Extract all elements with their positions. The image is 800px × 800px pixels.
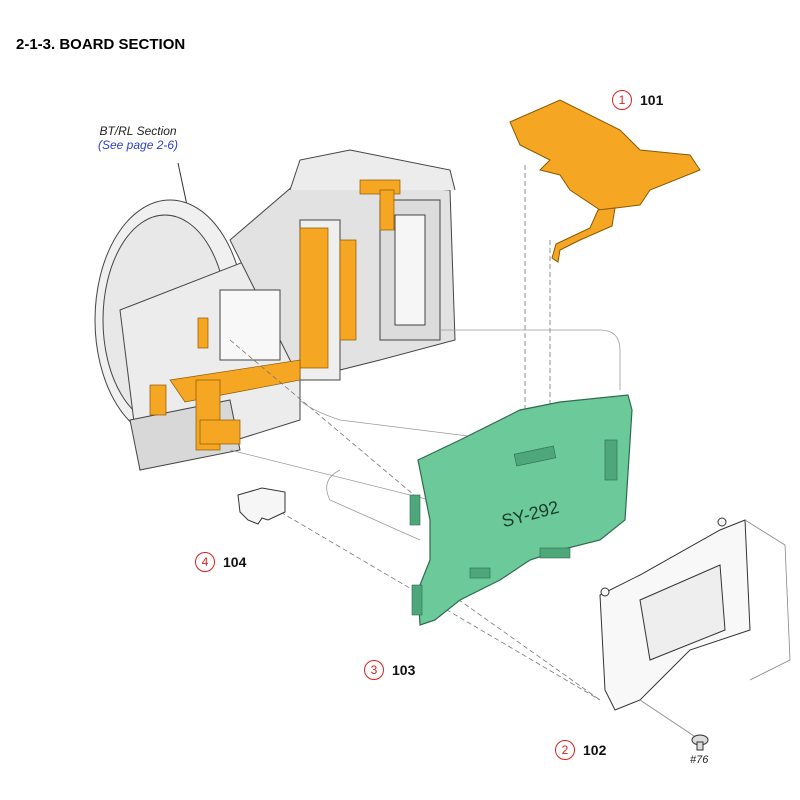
part-number-104: 104 [223,554,247,570]
callout-part-103[interactable]: 3 103 [364,660,415,680]
callout-part-101[interactable]: 1 101 [612,90,663,110]
body-flex-cables [149,179,401,451]
bracket-guide-box [639,519,791,741]
callout-ref-4: 4 [195,552,215,572]
guide-loops [229,329,621,541]
callout-part-104[interactable]: 4 104 [195,552,246,572]
callout-part-102[interactable]: 2 102 [555,740,606,760]
part-103-board: SY-292 [409,394,633,626]
part-number-102: 102 [583,742,607,758]
section-leader-line [177,162,189,211]
part-101-flex [509,99,701,263]
part-number-101: 101 [640,92,664,108]
callout-ref-3: 3 [364,660,384,680]
section-reference[interactable]: BT/RL Section (See page 2-6) [98,124,178,152]
callout-ref-1: 1 [612,90,632,110]
screw-label: #76 [690,754,709,766]
section-page-link[interactable]: (See page 2-6) [98,138,179,152]
callout-ref-2: 2 [555,740,575,760]
section-name: BT/RL Section [99,124,177,138]
part-number-103: 103 [392,662,416,678]
screw-76 [691,734,709,751]
part-102-bracket [599,517,751,711]
part-104-bracket [237,487,286,525]
camera-body [94,149,456,471]
page-title: 2-1-3. BOARD SECTION [16,36,186,53]
